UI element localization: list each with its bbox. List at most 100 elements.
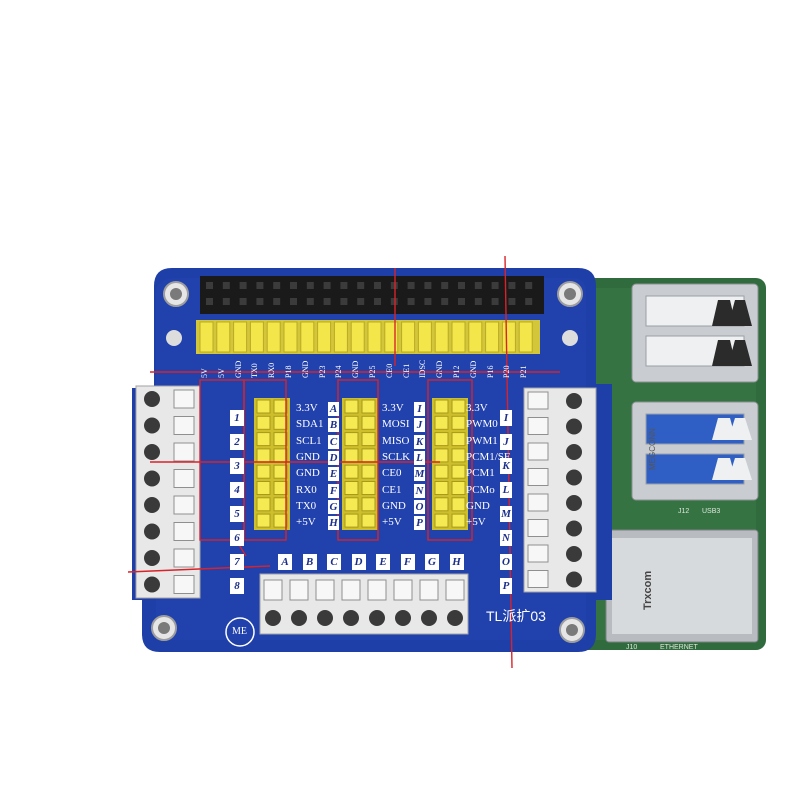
yellow-pin	[361, 415, 376, 430]
terminal-lever	[527, 519, 549, 537]
pin-label: +5V	[296, 516, 316, 529]
pin-number: 2	[230, 434, 244, 450]
yellow-pin	[256, 464, 271, 479]
terminal-hole	[144, 470, 160, 487]
header-pin	[441, 298, 449, 305]
yellow-pin	[451, 399, 466, 414]
yellow-pin	[451, 513, 466, 528]
header-pin	[424, 282, 432, 289]
header-pin-label: TX0	[250, 363, 260, 378]
terminal-lever	[527, 570, 549, 588]
terminal-hole	[144, 444, 160, 460]
header-pin-label: P12	[452, 365, 461, 378]
yellow-pin	[401, 321, 416, 353]
yellow-pin	[300, 321, 315, 353]
pin-number: 6	[230, 530, 244, 546]
yellow-pin	[434, 513, 449, 528]
header-pin-label: GND	[468, 360, 478, 378]
pin-letter: A	[328, 402, 339, 416]
terminal-letter: F	[400, 554, 415, 570]
pin-label: RX0	[296, 483, 317, 496]
yellow-pin	[518, 321, 533, 353]
yellow-pin	[350, 321, 365, 353]
header-pin	[306, 282, 314, 289]
header-pin	[239, 298, 247, 305]
yellow-pin	[501, 321, 516, 353]
yellow-pin	[434, 432, 449, 447]
usb-port-lower	[631, 401, 759, 501]
header-pin	[407, 298, 415, 305]
pin-label: TX0	[296, 499, 317, 512]
terminal-hole	[291, 610, 307, 626]
header-pin	[441, 282, 449, 289]
pin-letter: I	[414, 402, 425, 416]
yellow-pin	[344, 448, 359, 463]
terminal-hole	[144, 497, 160, 513]
header-pin	[508, 282, 516, 289]
pin-label: MOSI	[382, 418, 410, 431]
terminal-lever	[527, 493, 549, 512]
yellow-pin	[199, 321, 214, 353]
terminal-hole	[566, 546, 582, 562]
header-pin-label: RX0	[267, 362, 277, 378]
pin-label: SCLK	[382, 450, 411, 463]
yellow-pin	[468, 321, 483, 353]
header-pin	[474, 298, 482, 305]
pin-letter: J	[414, 418, 425, 433]
yellow-pin	[361, 448, 376, 463]
terminal-hole	[317, 610, 333, 626]
pin-letter: I	[500, 410, 512, 426]
yellow-pin	[451, 448, 466, 463]
header-pin-label: 5V	[216, 368, 226, 378]
terminal-hole	[447, 610, 463, 626]
pin-number: 3	[230, 458, 244, 474]
pin-letter: K	[414, 434, 425, 449]
header-pin	[424, 298, 432, 305]
pin-number: 7	[230, 554, 244, 570]
pin-letter: L	[500, 482, 512, 498]
pin-letter: G	[328, 499, 339, 514]
header-pin	[491, 282, 499, 289]
terminal-letter: A	[278, 554, 292, 570]
pin-number: 4	[230, 482, 244, 498]
terminal-hole	[566, 393, 582, 409]
yellow-pin	[367, 321, 382, 353]
yellow-pin	[273, 415, 288, 430]
terminal-hole	[343, 610, 359, 626]
header-pin	[273, 298, 281, 305]
pin-letter: P	[414, 516, 425, 531]
header-pin	[407, 282, 415, 289]
header-pin	[474, 282, 482, 289]
yellow-pin	[361, 432, 376, 447]
header-pin	[222, 282, 230, 289]
pin-letter: O	[500, 554, 512, 570]
yellow-pin	[361, 399, 376, 414]
pin-number: 8	[230, 578, 244, 594]
header-pin	[374, 298, 381, 305]
pin-letter: D	[328, 450, 339, 465]
yellow-pin	[333, 321, 348, 353]
pin-number: 1	[230, 410, 244, 426]
pin-label: GND	[296, 467, 320, 480]
terminal-lever	[173, 469, 195, 488]
yellow-pin	[361, 481, 376, 495]
usb3-label: USB3	[702, 508, 721, 515]
header-pin	[206, 298, 213, 305]
terminal-hole	[566, 444, 582, 460]
pin-label: GND	[296, 450, 320, 463]
header-pin	[290, 282, 297, 289]
header-pin-label: GND	[233, 360, 243, 378]
terminal-lever	[173, 548, 195, 568]
header-pin	[340, 282, 348, 289]
board-title: TL派扩03	[486, 608, 546, 624]
screw-terminal-left	[135, 385, 201, 599]
yellow-pin	[283, 321, 298, 353]
yellow-pin	[256, 497, 271, 512]
terminal-lever	[341, 579, 361, 601]
yellow-pin	[273, 432, 288, 447]
terminal-lever	[393, 579, 413, 601]
header-pin	[357, 282, 365, 289]
terminal-hole	[566, 571, 582, 588]
